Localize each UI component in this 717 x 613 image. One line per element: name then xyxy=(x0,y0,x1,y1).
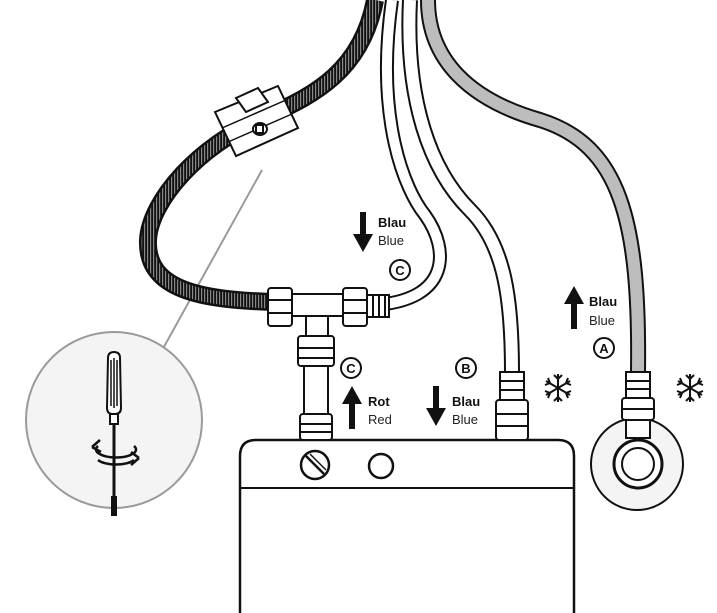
filter-valve xyxy=(213,84,300,158)
svg-text:C: C xyxy=(395,263,405,278)
rotate-arrow-icon xyxy=(91,439,140,466)
label-blue-right-de: Blau xyxy=(589,294,617,309)
tank-screw xyxy=(299,449,331,481)
marker-a: A xyxy=(593,337,615,359)
marker-b: B xyxy=(455,357,477,379)
label-red-de: Rot xyxy=(368,394,390,409)
svg-text:A: A xyxy=(599,341,609,356)
label-blue-mid-en: Blue xyxy=(452,412,478,427)
label-blue-right-en: Blue xyxy=(589,313,615,328)
snowflake-icon xyxy=(544,374,572,402)
label-blue-mid-de: Blau xyxy=(452,394,480,409)
corrugated-hose xyxy=(139,0,384,311)
label-red-en: Red xyxy=(368,412,392,427)
callout-line xyxy=(149,169,263,373)
marker-c-top: C xyxy=(389,259,411,281)
arrow-down-icon xyxy=(353,212,373,252)
fitting-a xyxy=(621,371,655,439)
arrow-up-icon xyxy=(564,286,584,329)
marker-c-low: C xyxy=(340,357,362,379)
fitting-b xyxy=(495,371,529,441)
screwdriver-icon xyxy=(105,350,123,516)
hose-b-outline xyxy=(401,0,520,373)
label-blue-top-de: Blau xyxy=(378,215,406,230)
snowflake-icon xyxy=(676,374,704,402)
t-fitting xyxy=(267,287,390,441)
arrow-down-icon xyxy=(426,386,446,426)
svg-text:B: B xyxy=(461,361,470,376)
boiler-tank xyxy=(238,438,576,613)
arrow-up-icon xyxy=(342,386,362,429)
label-blue-top-en: Blue xyxy=(378,233,404,248)
tank-knob xyxy=(367,452,395,480)
svg-text:C: C xyxy=(346,361,356,376)
